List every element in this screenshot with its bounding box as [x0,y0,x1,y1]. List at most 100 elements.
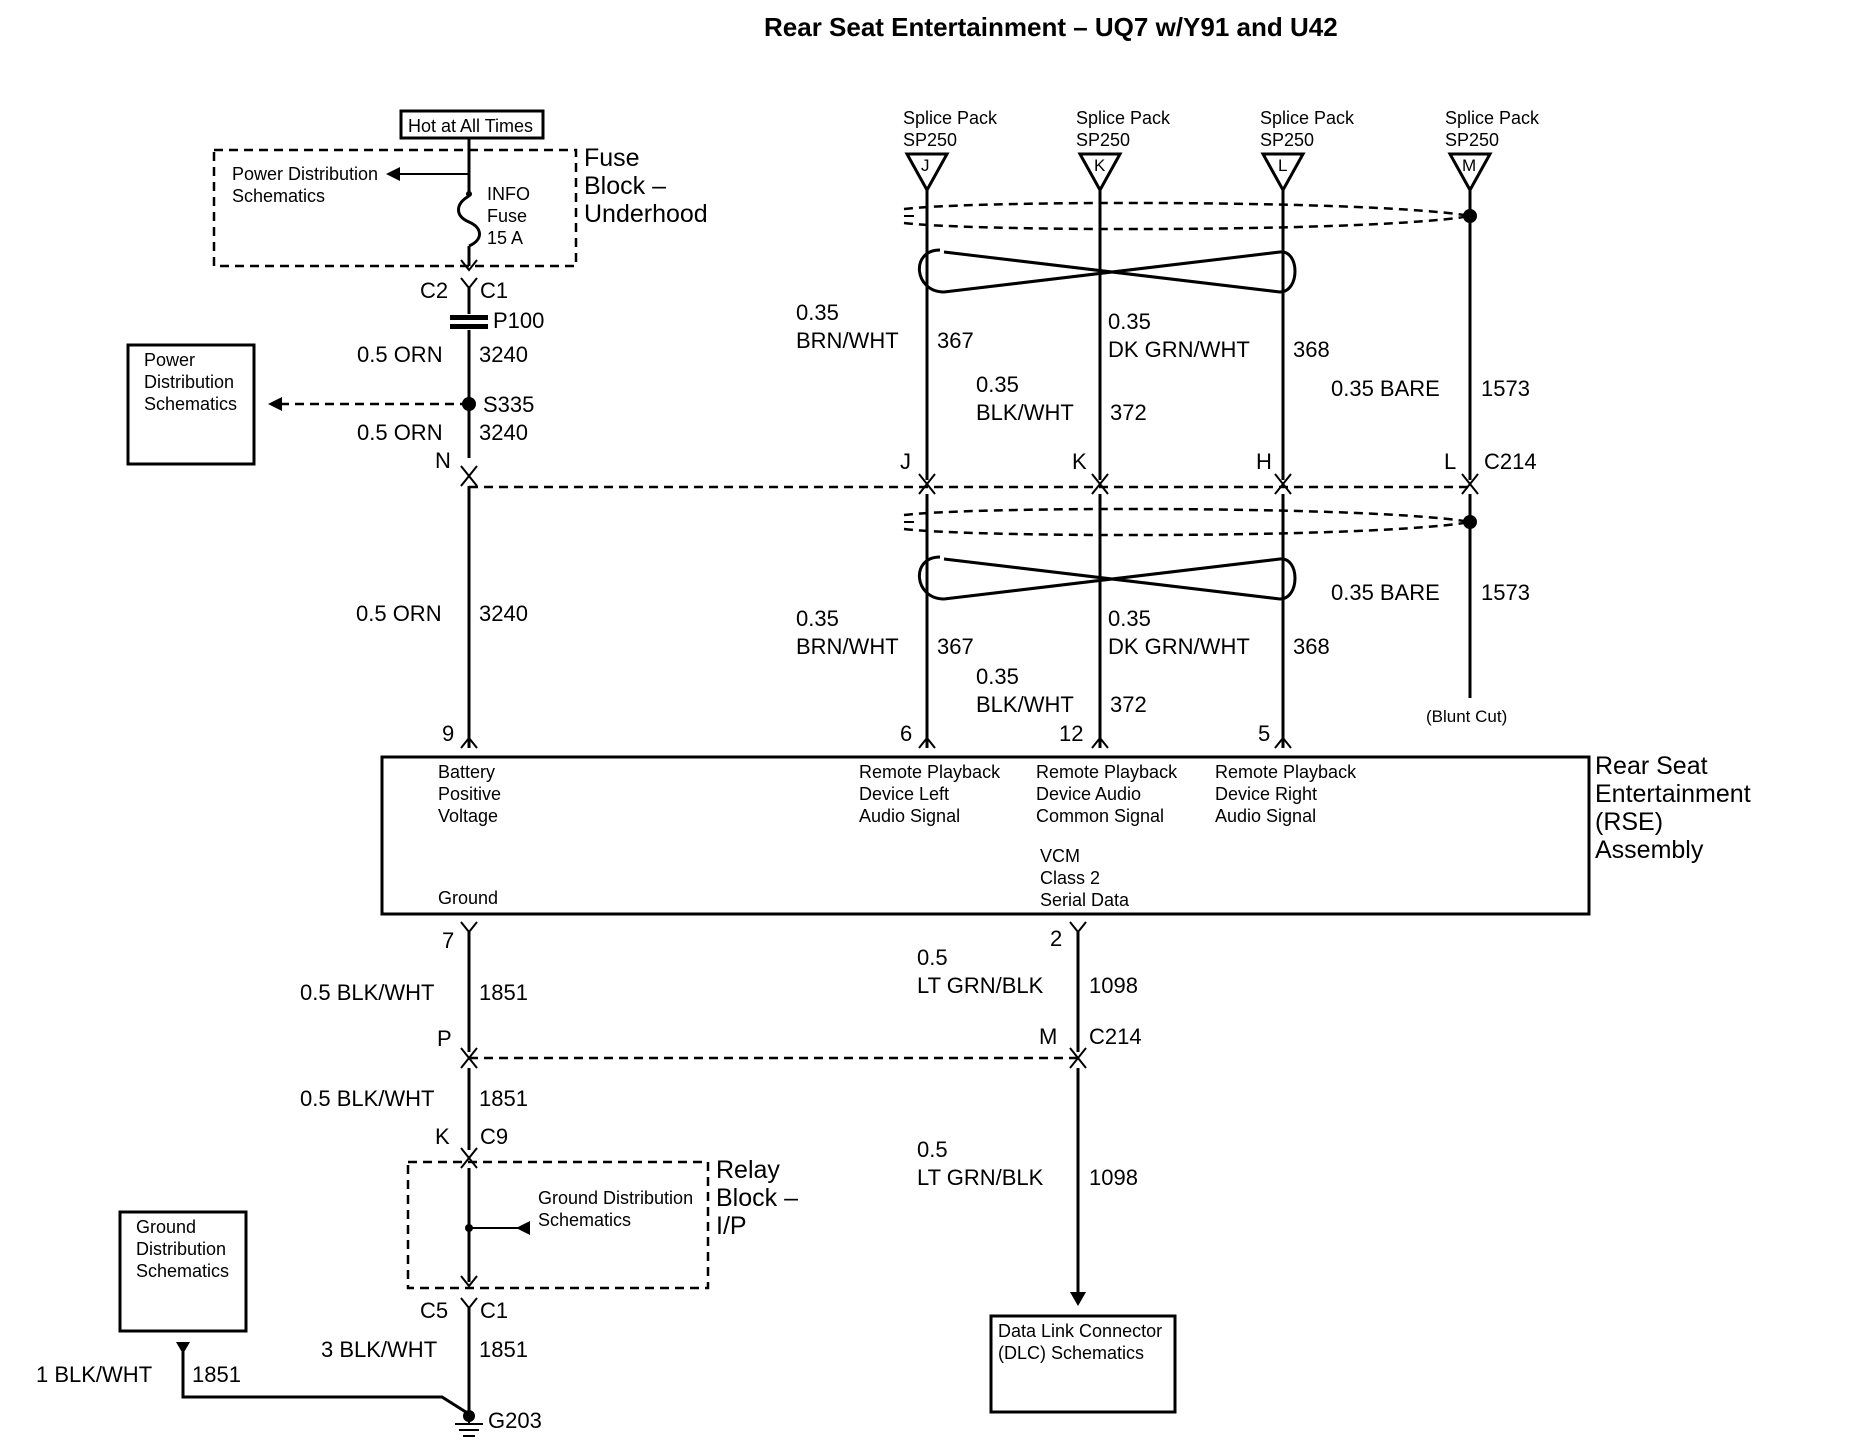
power-distribution-box [126,343,256,466]
data-circuit: 2 0.5 LT GRN/BLK 1098 M C214 0.5 LT GRN/… [917,921,1177,1414]
wire-1098-a-circuit: 1098 [1089,973,1138,998]
fuse-power-ref-line-2: Schematics [232,186,325,206]
diagram-title: Rear Seat Entertainment – UQ7 w/Y91 and … [764,12,1338,42]
rse-left-audio-line-1: Remote Playback [859,762,1001,782]
splice-pack-k-id: SP250 [1076,130,1130,150]
ground-circuit: 7 0.5 BLK/WHT 1851 P 0.5 BLK/WHT 1851 K … [36,921,1078,1437]
rse-pin-7: 7 [442,928,454,953]
wire-368-lower-size: 0.35 [1108,606,1151,631]
relay-conn-left: C5 [420,1298,448,1323]
wire-372-upper-color: BLK/WHT [976,400,1074,425]
wire-1851-a-circuit: 1851 [479,980,528,1005]
splice-pack-j-name: Splice Pack [903,108,998,128]
splice-pack-j-icon [904,152,950,194]
wire-368-lower-circuit: 368 [1293,634,1330,659]
wire-1851-b-color: 0.5 BLK/WHT [300,1086,434,1111]
relay-bus-dot [465,1224,473,1232]
wire-1098-b-color: LT GRN/BLK [917,1165,1044,1190]
wire-1098-a-color: LT GRN/BLK [917,973,1044,998]
p100-plug-icon [450,315,488,320]
c1-relay-symbol [460,1275,478,1288]
wire-1098-b-circuit: 1098 [1089,1165,1138,1190]
wire-367-lower-color: BRN/WHT [796,634,899,659]
rse-common-line-3: Common Signal [1036,806,1164,826]
wire-1851-c-circuit: 1851 [479,1337,528,1362]
wire-1851-a-color: 0.5 BLK/WHT [300,980,434,1005]
c9-pin-symbol [460,1147,478,1169]
rse-pin-9-symbol [460,736,478,749]
dlc-arrow [1070,1292,1086,1306]
rse-name-1: Rear Seat [1595,752,1708,780]
c9-pin-k: K [435,1124,450,1149]
ground-distribution-box [118,1210,248,1333]
wire-3240-c-circuit: 3240 [479,601,528,626]
relay-block-name-1: Relay [716,1156,780,1184]
wire-3240-b-color: 0.5 ORN [357,420,443,445]
c214-pin-j: J [900,449,911,474]
relay-block-name-3: I/P [716,1212,747,1240]
rse-vcm-line-2: Class 2 [1040,868,1100,888]
relay-ground-ref-arrow [516,1221,530,1235]
info-fuse-line-1: INFO [487,184,530,204]
dlc-box [989,1314,1177,1414]
splice-pack-k-name: Splice Pack [1076,108,1171,128]
c1-connector-symbol [460,277,478,290]
g203-label: G203 [488,1408,542,1433]
info-fuse-line-3: 15 A [487,228,523,248]
rse-pin-7-symbol [460,921,478,934]
splice-pack-l-pin: L [1278,156,1287,175]
rse-pin-6-symbol [918,736,936,749]
wire-3240-c-color: 0.5 ORN [356,601,442,626]
wire-1573-lower-circuit: 1573 [1481,580,1530,605]
rse-ground-label: Ground [438,888,498,908]
splice-pack-l-name: Splice Pack [1260,108,1355,128]
c9-label: C9 [480,1124,508,1149]
splice-pack-j-id: SP250 [903,130,957,150]
rse-pin-12: 12 [1059,721,1083,746]
g203-ground-icon [455,1416,483,1437]
splice-packs: Splice Pack SP250 J Splice Pack SP250 K … [903,108,1540,194]
splice-pack-k-icon [1077,152,1123,194]
rse-assembly: Rear Seat Entertainment (RSE) Assembly B… [380,752,1751,916]
wire-372-upper-size: 0.35 [976,372,1019,397]
c214-pin-k: K [1072,449,1087,474]
dlc-box-line-1: Data Link Connector [998,1321,1162,1341]
wire-1851-d [181,1352,470,1416]
wire-372-lower-circuit: 372 [1110,692,1147,717]
ground-distribution-box-line-2: Distribution [136,1239,226,1259]
rse-battery-line-3: Voltage [438,806,498,826]
rse-pin-6: 6 [900,721,912,746]
splice-pack-m-pin: M [1462,156,1476,175]
wire-368-upper-color: DK GRN/WHT [1108,337,1250,362]
upper-shield-ellipse [903,201,1471,231]
wire-1851-d-color: 1 BLK/WHT [36,1362,152,1387]
lower-wire-harness: 0.35 BARE 1573 0.35 BRN/WHT 367 0.35 DK … [796,494,1530,749]
rse-common-line-2: Device Audio [1036,784,1141,804]
wire-368-upper-circuit: 368 [1293,337,1330,362]
upper-twist-loop [917,248,1297,294]
s335-label: S335 [483,392,534,417]
splice-pack-m-id: SP250 [1445,130,1499,150]
wire-1851-c-color: 3 BLK/WHT [321,1337,437,1362]
p100-right-connector: C1 [480,278,508,303]
rse-name-4: Assembly [1595,836,1704,864]
c214-upper-connector: J K H L C214 [469,449,1537,495]
rse-battery-line-2: Positive [438,784,501,804]
wire-367-lower-size: 0.35 [796,606,839,631]
c214-pin-h-symbol [1274,473,1292,495]
wire-1098-b-size: 0.5 [917,1137,948,1162]
relay-ground-ref-line-2: Schematics [538,1210,631,1230]
relay-block-name-2: Block – [716,1184,798,1212]
fuse-block-underhood: Hot at All Times Fuse Block – Underhood … [212,109,708,272]
relay-conn-right: C1 [480,1298,508,1323]
p100-plug-icon-2 [450,324,488,329]
c214-pin-j-symbol [918,473,936,495]
rse-pin-2-symbol [1069,921,1087,934]
lower-drain-dot [1463,515,1477,529]
c214-pin-h: H [1256,449,1272,474]
info-fuse-line-2: Fuse [487,206,527,226]
rse-common-line-1: Remote Playback [1036,762,1178,782]
ground-box-arrow [176,1342,190,1354]
splice-pack-l-id: SP250 [1260,130,1314,150]
